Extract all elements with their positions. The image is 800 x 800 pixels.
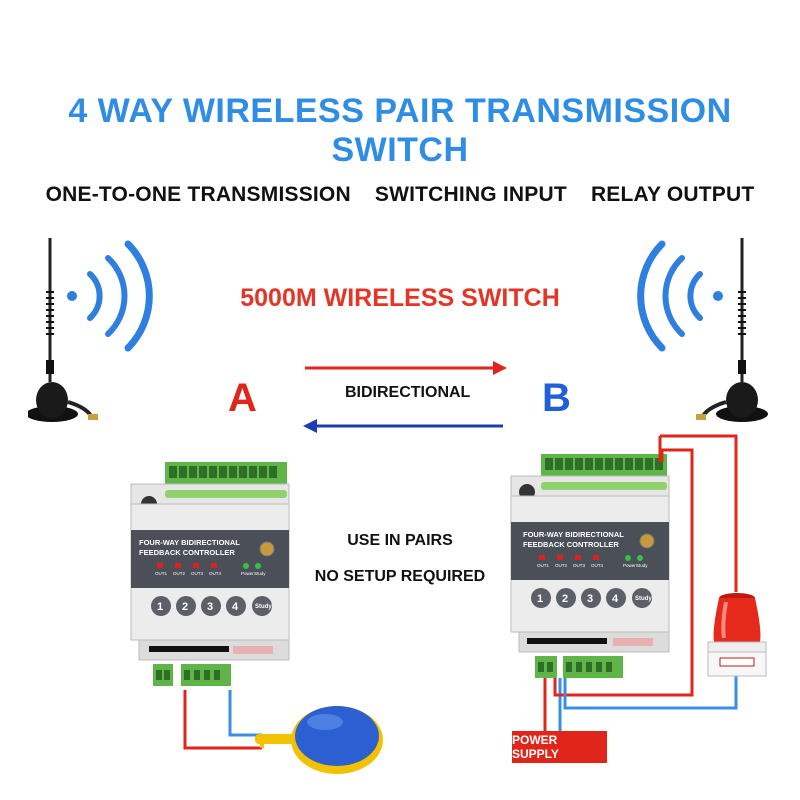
svg-text:2: 2: [182, 601, 188, 613]
bottom-terminal-left: [153, 664, 173, 686]
out3-label: OUT3: [573, 563, 585, 568]
svg-text:1: 1: [537, 593, 543, 605]
signal-waves-icon: [67, 240, 153, 352]
feature-one-to-one: ONE-TO-ONE TRANSMISSION: [45, 183, 351, 206]
button-1[interactable]: [151, 596, 171, 616]
study-led-label: Study: [254, 571, 266, 576]
panel-title-line2: FEEDBACK CONTROLLER: [139, 548, 235, 557]
arrow-left-head: [303, 419, 317, 433]
out4-label: OUT4: [209, 571, 221, 576]
antenna-connector: [259, 541, 275, 557]
led-out4: [593, 555, 599, 560]
svg-text:Study: Study: [635, 596, 652, 602]
svg-text:3: 3: [587, 593, 593, 605]
bidirectional-arrows: [303, 361, 507, 433]
power-supply-label: POWER SUPPLY: [512, 731, 607, 763]
led-power: [243, 563, 249, 569]
power-led-label: Power: [241, 571, 254, 576]
antenna-connector: [639, 533, 655, 549]
direction-label: BIDIRECTIONAL: [345, 384, 471, 401]
panel-title-line1: FOUR-WAY BIDIRECTIONAL: [139, 538, 240, 547]
led-out3: [575, 555, 581, 560]
button-row: 1 2 3 4 Study: [151, 596, 272, 616]
led-out3: [193, 563, 199, 568]
wire-red-a: [183, 690, 262, 750]
float-switch-icon: [255, 706, 383, 774]
out1-label: OUT1: [155, 571, 167, 576]
feature-switching-input: SWITCHING INPUT: [374, 183, 567, 206]
study-button[interactable]: [252, 596, 272, 616]
svg-text:2: 2: [562, 593, 568, 605]
led-out2: [175, 563, 181, 568]
button-3[interactable]: [201, 596, 221, 616]
note-no-setup: NO SETUP REQUIRED: [314, 568, 486, 585]
feature-relay-output: RELAY OUTPUT: [590, 183, 755, 206]
device-b: FOUR-WAY BIDIRECTIONAL FEEDBACK CONTROLL…: [505, 452, 675, 682]
power-led-label: Power: [623, 563, 636, 568]
out3-label: OUT3: [191, 571, 203, 576]
unit-b-label: B: [542, 376, 571, 420]
led-out1: [157, 563, 163, 568]
feature-list: ONE-TO-ONE TRANSMISSION SWITCHING INPUT …: [0, 183, 800, 207]
svg-text:3: 3: [207, 601, 213, 613]
range-label: 5000M WIRELESS SWITCH: [240, 284, 560, 312]
bottom-terminal-left: [535, 656, 557, 678]
svg-text:4: 4: [232, 601, 239, 613]
led-study: [637, 555, 643, 561]
study-led-label: Study: [636, 563, 648, 568]
out2-label: OUT2: [555, 563, 567, 568]
button-2[interactable]: [176, 596, 196, 616]
svg-text:1: 1: [157, 601, 163, 613]
antenna-icon: [637, 238, 768, 422]
svg-text:4: 4: [612, 593, 619, 605]
button-1[interactable]: [531, 588, 551, 608]
out1-label: OUT1: [537, 563, 549, 568]
device-a: FOUR-WAY BIDIRECTIONAL FEEDBACK CONTROLL…: [125, 460, 295, 690]
led-study: [255, 563, 261, 569]
arrow-right-head: [493, 361, 507, 375]
led-out2: [557, 555, 563, 560]
svg-text:Study: Study: [255, 604, 272, 610]
warning-beacon-icon: [707, 593, 767, 677]
note-use-in-pairs: USE IN PAIRS: [347, 532, 453, 549]
antenna-icon: [28, 238, 153, 422]
led-out4: [211, 563, 217, 568]
out2-label: OUT2: [173, 571, 185, 576]
panel-title-line1: FOUR-WAY BIDIRECTIONAL: [523, 530, 624, 539]
signal-waves-icon: [637, 240, 723, 352]
led-out1: [539, 555, 545, 560]
led-power: [625, 555, 631, 561]
panel-title-line2: FEEDBACK CONTROLLER: [523, 540, 619, 549]
page-title: 4 WAY WIRELESS PAIR TRANSMISSION SWITCH: [68, 92, 732, 169]
front-panel: [131, 530, 289, 588]
button-4[interactable]: [226, 596, 246, 616]
out4-label: OUT4: [591, 563, 603, 568]
unit-a-label: A: [228, 376, 257, 420]
